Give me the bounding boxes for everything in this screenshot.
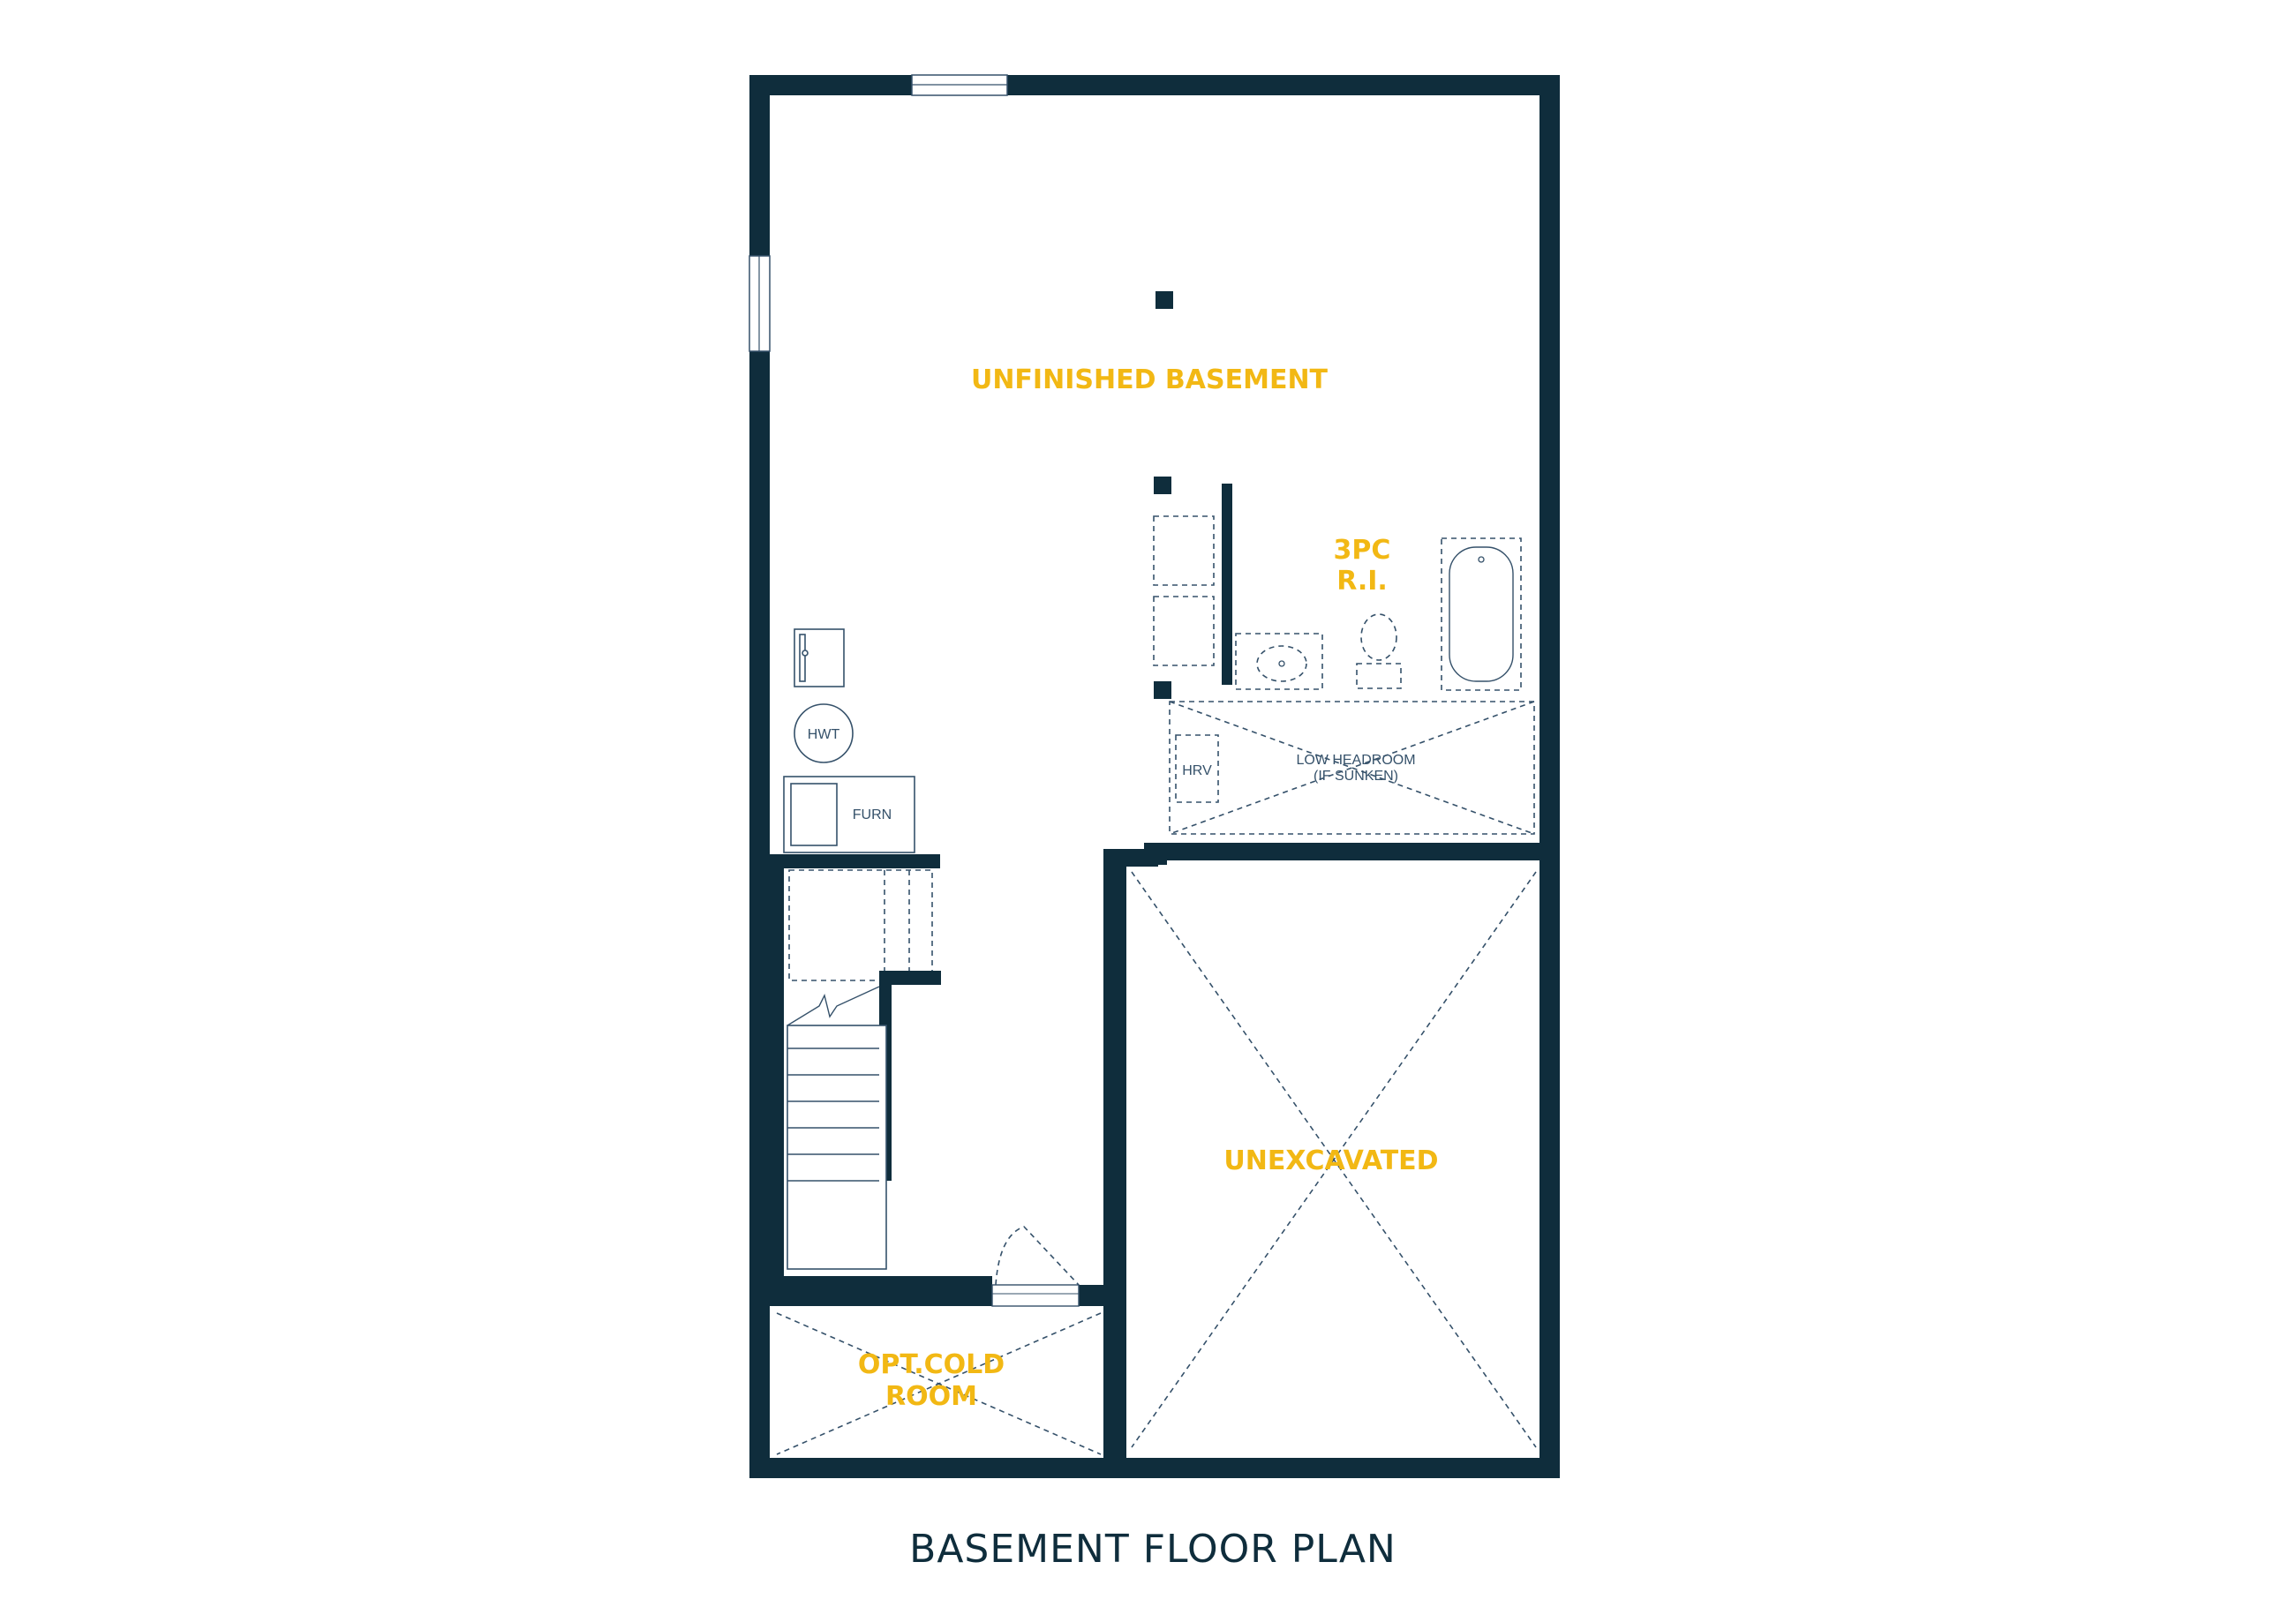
- dashed-overlays: [776, 701, 1537, 1455]
- sink-drain: [1278, 660, 1285, 667]
- outer-wall-top: [749, 75, 1560, 95]
- hwt-label: HWT: [808, 727, 840, 742]
- column: [1154, 681, 1171, 699]
- hrv-unit: [1175, 734, 1219, 803]
- closet-box: [1153, 515, 1215, 586]
- bathroom-fixtures: [1153, 515, 1522, 691]
- cold-room-label-line1: OPT.COLD: [858, 1349, 1005, 1380]
- stair-break-line: [787, 986, 880, 1026]
- unexcavated-wall-step-vert: [1144, 843, 1167, 865]
- unexcavated-wall-left: [1103, 849, 1126, 1478]
- cold-room-label-line2: ROOM: [885, 1381, 977, 1412]
- unexcavated-wall-top: [1167, 843, 1560, 860]
- low-headroom-diagonal: [1169, 701, 1535, 835]
- toilet-bowl: [1360, 613, 1397, 661]
- walls: [749, 75, 1560, 1478]
- stair-run: [787, 1025, 887, 1270]
- unexcavated-label: UNEXCAVATED: [1223, 1145, 1438, 1176]
- sink-bowl: [1256, 645, 1307, 682]
- column: [1154, 477, 1171, 494]
- column: [1156, 291, 1173, 309]
- bathroom-partition: [1222, 484, 1232, 685]
- closet-box: [1153, 596, 1215, 666]
- stairs: [787, 986, 887, 1270]
- bathroom-label-line1: 3PC: [1334, 535, 1391, 566]
- unexcavated-diagonal: [1131, 871, 1537, 1448]
- laundry-tub-inner: [799, 634, 806, 682]
- bathtub: [1441, 537, 1522, 691]
- bathroom-label-line2: R.I.: [1336, 566, 1388, 597]
- cold-room-wall-top-left: [749, 1276, 992, 1306]
- door-threshold: [991, 1284, 1080, 1307]
- windows: [749, 74, 1008, 352]
- outer-wall-bottom: [749, 1458, 1560, 1478]
- laundry-tub-drain: [802, 650, 809, 657]
- stair-wall-ledge: [879, 971, 941, 985]
- cold-room-door: [991, 1226, 1080, 1307]
- unfinished-basement-label: UNFINISHED BASEMENT: [971, 364, 1329, 395]
- low-headroom-area: [1169, 701, 1535, 835]
- cold-room-diagonal: [776, 1312, 1102, 1455]
- plan-title: BASEMENT FLOOR PLAN: [909, 1527, 1396, 1572]
- low-headroom-sublabel: (IF SUNKEN): [1314, 769, 1398, 784]
- outer-wall-left: [749, 75, 770, 1478]
- furnace-unit: [790, 783, 838, 846]
- vanity: [1235, 633, 1323, 690]
- outer-wall-right: [1539, 75, 1560, 1478]
- low-headroom-label: LOW HEADROOM: [1296, 753, 1415, 768]
- toilet-tank: [1356, 663, 1402, 689]
- stair-landing-dashed: [788, 869, 933, 981]
- hwt-tank: [794, 703, 854, 763]
- bathtub-drain: [1478, 556, 1485, 563]
- stair-wall-left-inner: [770, 854, 784, 1295]
- hrv-label: HRV: [1182, 763, 1212, 778]
- door-swing: [995, 1226, 1080, 1286]
- mechanical-fixtures: HWT FURN HRV LOW HEADROOM (IF SUNKEN): [783, 628, 1416, 853]
- low-headroom-diagonal: [1169, 701, 1535, 835]
- room-labels: UNFINISHED BASEMENT 3PC R.I. UNEXCAVATED…: [858, 364, 1439, 1412]
- bathtub-basin: [1449, 546, 1514, 682]
- furnace-label: FURN: [853, 807, 892, 822]
- stair-wall-top: [749, 854, 940, 868]
